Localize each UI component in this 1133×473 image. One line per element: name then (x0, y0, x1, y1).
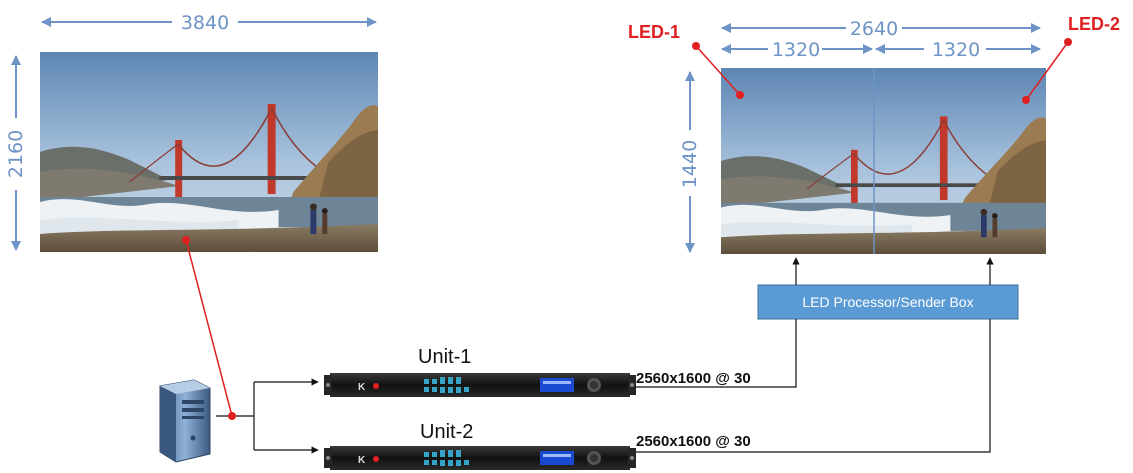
source-link (182, 236, 236, 420)
led-panel2-width-dimension: 1320 (875, 39, 1041, 61)
led-2-marker: LED-2 (1022, 14, 1120, 104)
led-2-label: LED-2 (1068, 14, 1120, 34)
unit1-output-line (632, 319, 797, 388)
unit2-output-line (632, 319, 991, 453)
source-image (40, 52, 378, 252)
led-wall (721, 68, 1046, 254)
led-total-width-dimension: 2640 (721, 18, 1041, 40)
computer-tower-icon (159, 379, 211, 463)
rack-unit-icon (324, 373, 636, 397)
unit1-output-label: 2560x1600 @ 30 (636, 370, 751, 387)
unit2-label: Unit-2 (420, 421, 473, 443)
led-processor-box: LED Processor/Sender Box (757, 284, 1019, 320)
led-panel2-width-label: 1320 (932, 39, 980, 61)
led-height-dimension: 1440 (679, 71, 701, 253)
source-width-dimension: 3840 (41, 12, 377, 34)
computer-wiring (216, 378, 319, 454)
unit1-label: Unit-1 (418, 346, 471, 368)
led-panel1-width-dimension: 1320 (721, 39, 873, 61)
unit-1: Unit-1 (324, 346, 636, 397)
led-processor-label: LED Processor/Sender Box (802, 294, 973, 310)
unit2-output-label: 2560x1600 @ 30 (636, 433, 751, 450)
led-1-label: LED-1 (628, 22, 680, 42)
led-panel1-width-label: 1320 (772, 39, 820, 61)
unit-2: Unit-2 (324, 421, 636, 470)
rack-unit-icon (324, 446, 636, 470)
source-width-label: 3840 (181, 12, 229, 34)
led-1-marker: LED-1 (628, 22, 744, 99)
source-height-dimension: 2160 (5, 55, 27, 251)
led-height-label: 1440 (679, 140, 701, 188)
led-total-width-label: 2640 (850, 18, 898, 40)
source-height-label: 2160 (5, 130, 27, 178)
